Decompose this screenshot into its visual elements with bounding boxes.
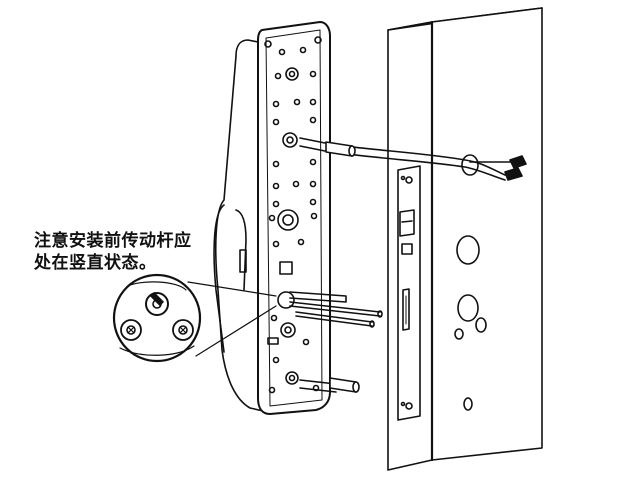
screw-icon bbox=[285, 371, 299, 385]
screw-icon bbox=[285, 67, 299, 81]
spindle-icon bbox=[145, 292, 169, 316]
magnifier-callout bbox=[112, 273, 277, 363]
screw-icon bbox=[405, 402, 413, 410]
screw-icon bbox=[405, 176, 413, 184]
door-holes bbox=[454, 154, 487, 411]
panel-holes bbox=[264, 36, 322, 394]
cable-connector-icon bbox=[504, 167, 523, 181]
annotation-line-1: 注意安装前传动杆应 bbox=[34, 231, 192, 251]
annotation-line-2: 处在竖直状态。 bbox=[34, 253, 157, 273]
screw-icon bbox=[282, 132, 298, 148]
mortise-faceplate bbox=[397, 165, 421, 421]
lock-body bbox=[213, 21, 331, 415]
mounting-bolts bbox=[289, 137, 383, 393]
